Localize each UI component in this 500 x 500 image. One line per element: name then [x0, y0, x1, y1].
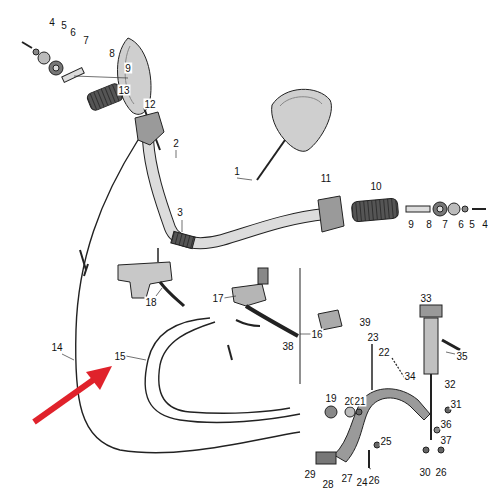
- callout-number: 27: [340, 473, 353, 484]
- callout-number: 13: [117, 85, 130, 96]
- leader-lines: [62, 76, 455, 469]
- callout-number: 30: [418, 467, 431, 478]
- callout-number: 10: [369, 181, 382, 192]
- callout-number: 21: [353, 396, 366, 407]
- callout-number: 37: [439, 435, 452, 446]
- callout-number: 14: [50, 342, 63, 353]
- callout-number: 25: [379, 436, 392, 447]
- callout-number: 8: [108, 48, 116, 59]
- callout-number: 3: [176, 207, 184, 218]
- callout-number: 28: [321, 479, 334, 490]
- callout-number: 7: [82, 35, 90, 46]
- callout-number: 23: [366, 332, 379, 343]
- callout-number: 18: [144, 297, 157, 308]
- callout-number: 34: [403, 371, 416, 382]
- callout-number: 12: [143, 99, 156, 110]
- callout-number: 26: [367, 475, 380, 486]
- callout-number: 36: [439, 419, 452, 430]
- callout-number: 6: [69, 27, 77, 38]
- callout-number: 24: [355, 477, 368, 488]
- brake-switch: [318, 310, 342, 330]
- callout-number: 1: [233, 166, 241, 177]
- callout-number: 33: [419, 293, 432, 304]
- mirror-stalk: [257, 140, 285, 180]
- right-switch: [318, 196, 344, 232]
- callout-number: 11: [320, 173, 332, 184]
- callout-number: 35: [455, 351, 468, 362]
- callout-number: 22: [377, 347, 390, 358]
- brake-master-cylinder: [232, 284, 266, 306]
- callout-number: 5: [468, 219, 476, 230]
- clutch-perch: [118, 262, 172, 298]
- callout-number: 9: [124, 63, 132, 74]
- right-mirror: [272, 89, 332, 151]
- brake-lever: [246, 306, 298, 336]
- callout-number: 4: [481, 219, 489, 230]
- rear-master-cylinder: [424, 318, 438, 374]
- brake-pedal: [334, 389, 430, 462]
- pedal-tip: [316, 452, 336, 464]
- throttle-cable: [145, 318, 300, 422]
- callout-number: 9: [407, 219, 415, 230]
- callout-number: 32: [443, 379, 456, 390]
- callout-number: 16: [310, 329, 323, 340]
- callout-number: 29: [303, 469, 316, 480]
- callout-number: 26: [434, 467, 447, 478]
- callout-number: 8: [425, 219, 433, 230]
- callout-number: 6: [457, 219, 465, 230]
- callout-number: 17: [211, 293, 224, 304]
- callout-number: 7: [441, 219, 449, 230]
- callout-number: 2: [172, 138, 180, 149]
- left-switch: [135, 112, 164, 145]
- callout-number: 31: [449, 399, 462, 410]
- handlebar-outline: [148, 140, 325, 243]
- callout-number: 15: [113, 351, 126, 362]
- callout-number: 19: [324, 393, 337, 404]
- callout-number: 5: [60, 20, 68, 31]
- clutch-cable: [76, 140, 300, 453]
- pointer-arrow: [34, 366, 112, 422]
- right-grip: [351, 198, 399, 222]
- callout-number: 39: [358, 317, 371, 328]
- callout-number: 4: [48, 17, 56, 28]
- callout-number: 38: [281, 341, 294, 352]
